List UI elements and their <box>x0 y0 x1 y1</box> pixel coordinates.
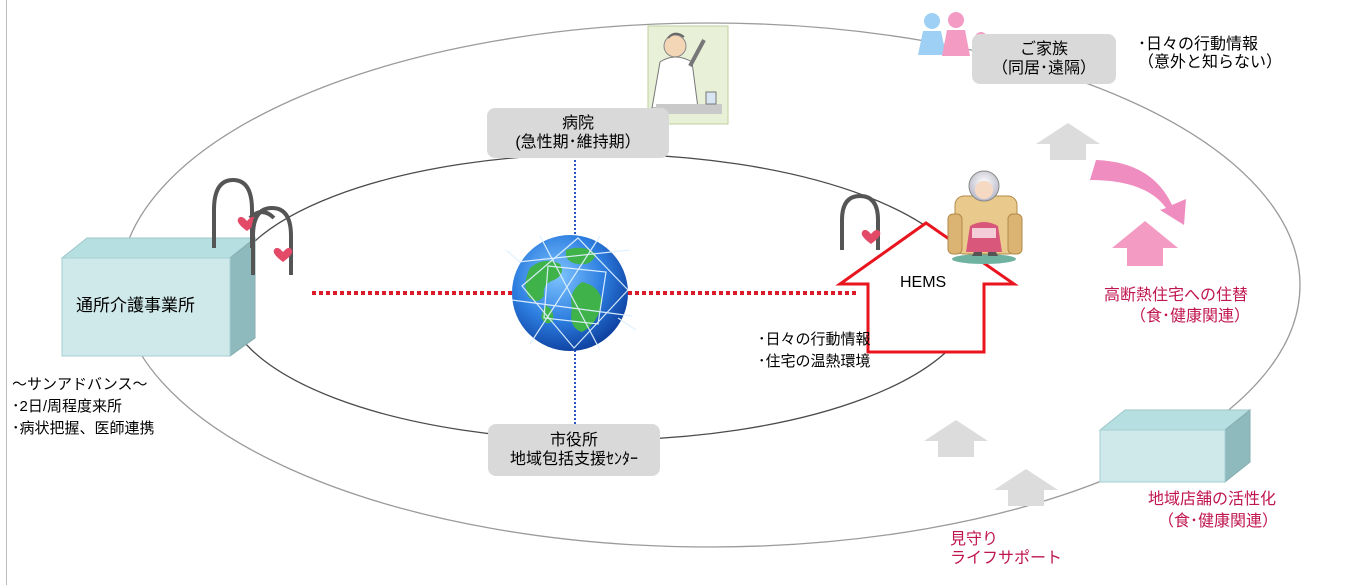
hospital-subtitle: (急性期･維持期） <box>515 134 641 151</box>
family-node: ご家族 （同居･遠隔） <box>972 34 1116 84</box>
family-note-line-1: ･日々の行動情報 <box>1138 36 1259 53</box>
daycare-facility-name: 通所介護事業所 <box>76 296 195 315</box>
relocation-subtitle: （食･健康関連） <box>1130 308 1251 325</box>
hospital-node: 病院 (急性期･維持期） <box>487 108 669 158</box>
family-note-line-2: （意外と知らない） <box>1138 54 1283 71</box>
heart-icon <box>861 229 881 244</box>
home-info-line-1: ･日々の行動情報 <box>758 331 871 348</box>
heart-icon <box>237 216 257 231</box>
curved-pink-arrow-icon <box>1090 160 1186 225</box>
hospital-title: 病院 <box>561 115 594 132</box>
stores-title: 地域店舗の活性化 <box>1148 491 1277 508</box>
daycare-description-line: ～サンアドバンス～ <box>12 376 148 393</box>
daycare-facility-box <box>60 236 257 357</box>
daycare-description-line: ･病状把握、医師連携 <box>12 420 155 437</box>
resident-figure-icon <box>840 193 880 250</box>
arrow-up-icon <box>1036 123 1100 160</box>
home-info-line-2: ･住宅の温熱環境 <box>758 353 871 370</box>
relocation-title: 高断熱住宅への住替 <box>1104 287 1249 304</box>
family-subtitle: （同居･遠隔） <box>991 60 1096 77</box>
arrow-up-icon <box>994 469 1058 506</box>
patient-figure-2-icon <box>251 205 293 275</box>
heart-icon <box>273 247 293 262</box>
city-hall-title: 市役所 <box>549 432 598 449</box>
daycare-description-line: ･2日/周程度来所 <box>12 398 123 415</box>
family-title: ご家族 <box>1019 41 1068 58</box>
doctor-illustration-icon <box>647 25 729 125</box>
city-hall-node: 市役所 地域包括支援ｾﾝﾀｰ <box>488 424 660 476</box>
arrow-up-icon <box>924 420 988 457</box>
watch-title: 見守り <box>950 531 999 548</box>
globe-network-icon <box>505 235 637 351</box>
regional-store-box <box>1098 408 1252 484</box>
watch-subtitle: ライフサポート <box>950 550 1063 567</box>
stores-subtitle: （食･健康関連） <box>1158 513 1279 530</box>
pink-arrow-up-icon <box>1112 221 1178 266</box>
left-border-rule <box>6 0 7 585</box>
city-hall-subtitle: 地域包括支援ｾﾝﾀｰ <box>509 451 638 468</box>
hems-label: HEMS <box>900 274 947 291</box>
elderly-woman-armchair-icon <box>947 170 1023 264</box>
